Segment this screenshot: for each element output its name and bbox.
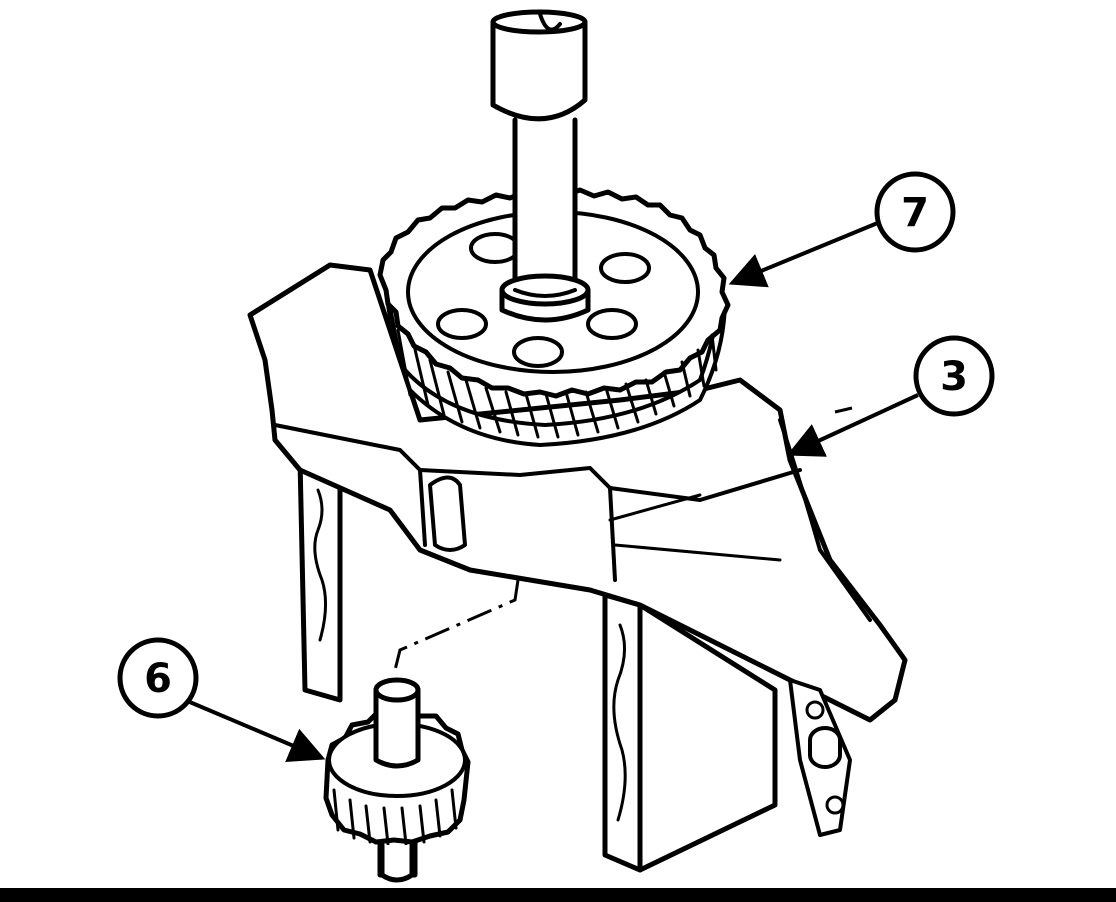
callout-6: 6 [117, 637, 199, 719]
assembly-center-line [393, 579, 520, 671]
leader-arrow-7 [728, 220, 881, 288]
right-mounting-leg [602, 592, 778, 873]
callout-label-6: 6 [144, 656, 172, 702]
callout-label-7: 7 [901, 190, 929, 236]
drive-shaft [490, 9, 591, 323]
bottom-frame-rule [0, 888, 1116, 902]
callout-label-3: 3 [940, 354, 968, 400]
callout-3: 3 [913, 335, 995, 417]
left-mounting-leg [297, 457, 343, 703]
small-drive-gear [323, 677, 471, 883]
callout-7: 7 [874, 171, 956, 253]
leader-arrow-6 [184, 698, 326, 762]
leader-break-3 [834, 406, 853, 414]
leader-arrow-3 [786, 393, 919, 457]
